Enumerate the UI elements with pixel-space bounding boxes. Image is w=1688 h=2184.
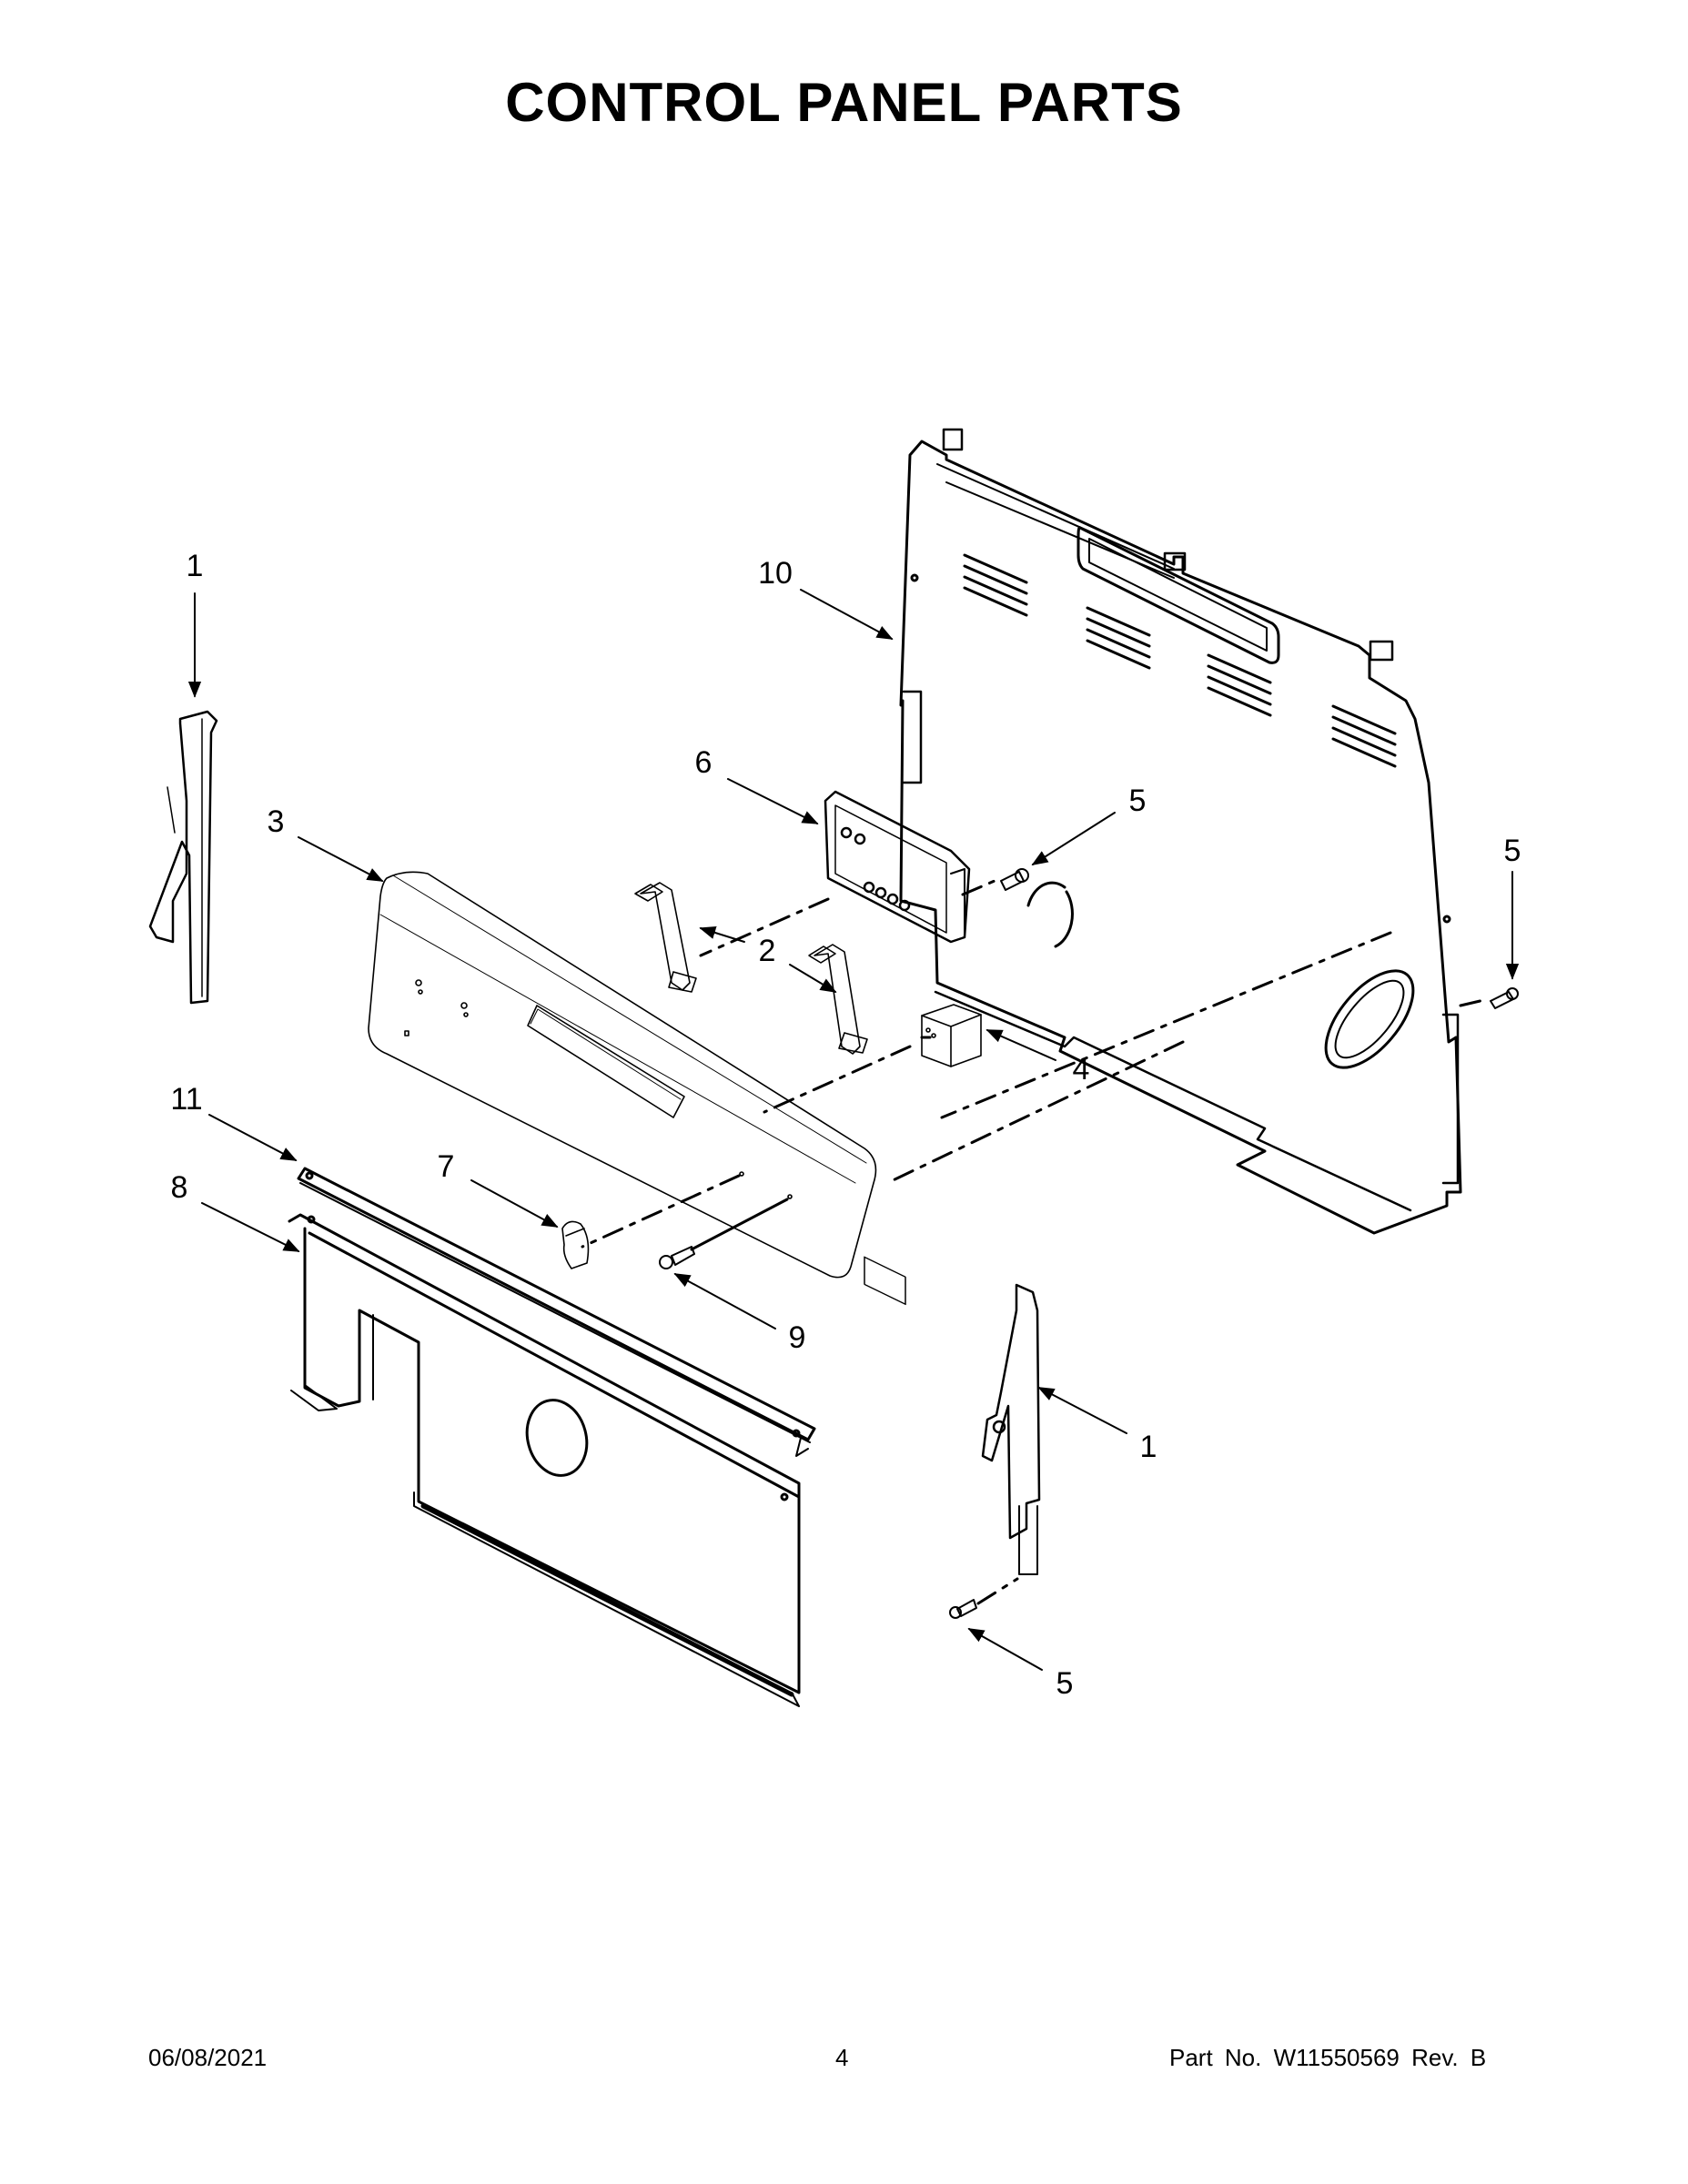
screw-5-control-drawing (1000, 868, 1029, 891)
leader-arrows (187, 589, 1520, 1671)
callout-4-switch-box: 4 (1072, 1052, 1090, 1087)
callout-11-support-rail: 11 (170, 1082, 203, 1117)
assembly-lines-solid (690, 1036, 932, 1251)
callout-10-rear-panel: 10 (758, 556, 793, 591)
support-rail-drawing (297, 1167, 816, 1457)
callout-3-control-panel: 3 (267, 804, 285, 839)
switch-box-drawing (921, 1004, 982, 1067)
callout-1-left-bracket: 1 (186, 549, 204, 583)
callout-6-electronic-control: 6 (694, 745, 713, 780)
callout-5-bottom-screw: 5 (1056, 1666, 1074, 1701)
page-title: CONTROL PANEL PARTS (505, 72, 1183, 133)
callout-2-end-cap-brackets: 2 (758, 934, 776, 968)
control-panel-drawing (368, 871, 877, 1279)
callout-5-control-screw: 5 (1128, 784, 1147, 818)
end-cap-bracket-right-drawing (808, 944, 868, 1055)
callout-8-lower-panel: 8 (170, 1170, 188, 1205)
screw-9-drawing (659, 1246, 695, 1269)
side-bracket-right-drawing (981, 1283, 1041, 1575)
callout-9-panel-screw: 9 (788, 1320, 806, 1355)
screw-5-right-drawing (1490, 987, 1519, 1009)
callout-1-right-bracket: 1 (1139, 1430, 1157, 1464)
end-cap-bracket-left-drawing (634, 882, 697, 993)
lower-panel-drawing (288, 1213, 801, 1707)
footer-part-number: Part No. W11550569 Rev. B (1169, 2044, 1487, 2071)
rear-panel-drawing (899, 428, 1462, 1235)
callout-5-right-screw: 5 (1503, 834, 1521, 868)
electronic-control-drawing (824, 790, 971, 1306)
grommet-drawing (1026, 881, 1074, 948)
side-bracket-left-drawing (148, 710, 218, 1005)
footer-page-number: 4 (835, 2044, 849, 2071)
footer-date: 06/08/2021 (148, 2044, 268, 2071)
screw-5-bottom-drawing (949, 1599, 977, 1619)
assembly-lines (581, 876, 1490, 1605)
callout-7-knob: 7 (437, 1149, 455, 1184)
knob-drawing (561, 1220, 590, 1269)
